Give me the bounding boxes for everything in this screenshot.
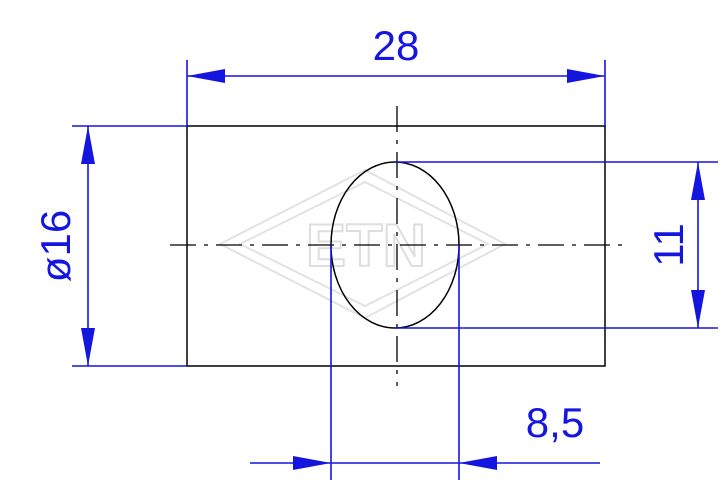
- hole-width-arrow-left: [293, 456, 331, 470]
- hole-width-arrow-right: [459, 456, 497, 470]
- width-arrow-right: [567, 69, 605, 83]
- watermark-diamond-inner: [237, 180, 491, 308]
- width-label: 28: [373, 22, 420, 69]
- diameter-label: ø16: [32, 210, 79, 282]
- hole-width-dimension: 8,5: [250, 245, 600, 480]
- diameter-arrow-bottom: [81, 328, 95, 366]
- width-arrow-left: [187, 69, 225, 83]
- diameter-dimension: ø16: [32, 125, 187, 367]
- part-outline: [186, 125, 606, 367]
- hole-height-dimension: 11: [395, 161, 718, 329]
- hole-width-label: 8,5: [526, 399, 584, 446]
- diameter-arrow-top: [81, 126, 95, 164]
- hole-height-arrow-bottom: [691, 290, 705, 328]
- watermark-diamond: [217, 168, 508, 320]
- watermark-logo: ETN: [217, 168, 508, 320]
- hole-height-arrow-top: [691, 162, 705, 200]
- hole-height-label: 11: [645, 223, 692, 267]
- width-dimension: 28: [186, 22, 606, 126]
